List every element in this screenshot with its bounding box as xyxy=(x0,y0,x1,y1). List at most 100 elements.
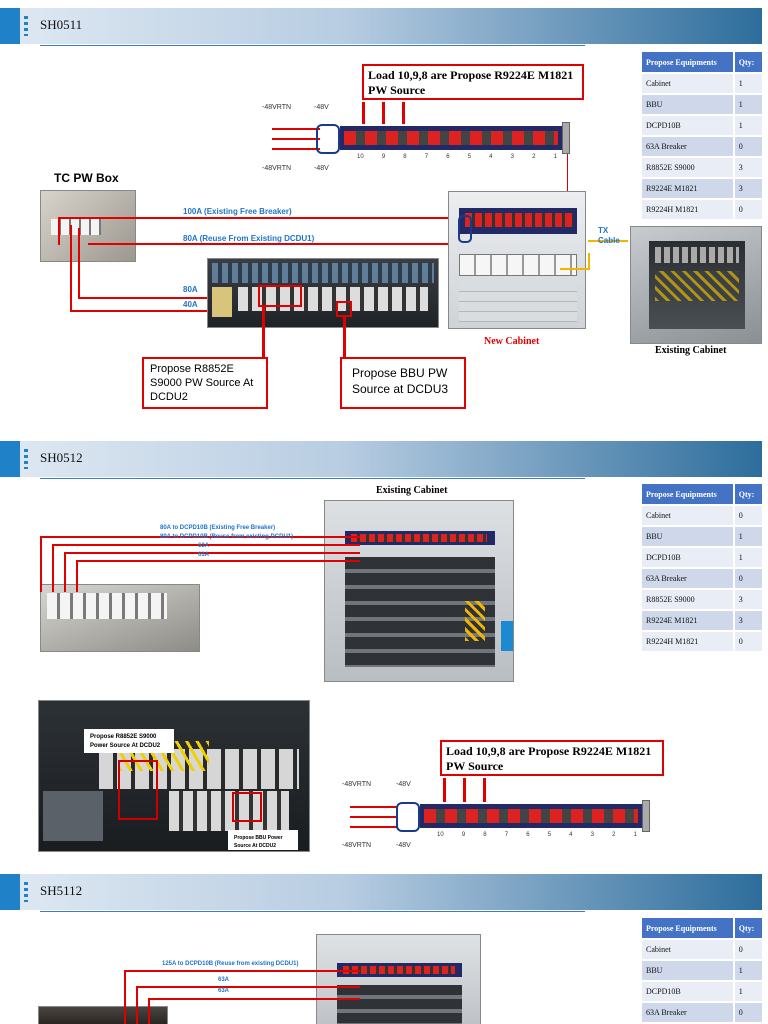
slot-number: 5 xyxy=(467,154,472,160)
rtn-label: -48VRTN xyxy=(262,165,292,172)
table-cell: 63A Breaker xyxy=(642,568,734,590)
slot-number: 8 xyxy=(483,832,487,838)
table-cell: DCPD10B xyxy=(642,981,734,1003)
callout-line xyxy=(262,305,265,357)
v-label: -48V xyxy=(314,104,329,111)
load-arrow xyxy=(382,102,385,124)
load-arrow xyxy=(443,778,446,802)
table-cell: 3 xyxy=(732,157,762,179)
section-header: SH0512 xyxy=(0,441,762,477)
wire xyxy=(78,297,208,299)
section-header: SH5112 xyxy=(0,874,762,910)
line-label: 80A to DCPD10B (Existing Free Breaker) xyxy=(160,525,276,531)
highlight-box xyxy=(336,301,352,317)
connector-bracket xyxy=(458,215,472,243)
wire xyxy=(124,970,126,1024)
slot-number: 10 xyxy=(437,832,444,838)
tc-box-photo xyxy=(40,190,136,262)
wire xyxy=(148,998,150,1024)
line-label: 63A xyxy=(198,552,210,558)
section-tab-marker xyxy=(0,8,20,44)
slot-number: 6 xyxy=(526,832,530,838)
section-dots-icon xyxy=(24,16,28,36)
slot-number: 3 xyxy=(510,154,514,160)
drop-line xyxy=(567,154,568,220)
power-strip xyxy=(340,126,562,150)
wire xyxy=(136,986,360,988)
new-cabinet-photo xyxy=(448,191,586,329)
v-label: -48V xyxy=(396,781,411,788)
existing-cabinet-photo xyxy=(316,934,481,1024)
slot-number: 2 xyxy=(612,832,616,838)
table-cell: R9224E M1821 xyxy=(642,610,734,632)
wire xyxy=(78,228,80,298)
wire xyxy=(350,806,398,808)
table-cell: 1 xyxy=(732,73,762,95)
section-divider xyxy=(40,478,585,479)
existing-cabinet-label: Existing Cabinet xyxy=(655,345,727,356)
slot-number: 7 xyxy=(424,154,429,160)
wire xyxy=(350,816,398,818)
section-dots-icon xyxy=(24,449,28,469)
wire xyxy=(52,544,360,546)
table-cell: 1 xyxy=(732,547,762,569)
v-label: -48V xyxy=(396,842,411,849)
strip-mount xyxy=(642,800,650,832)
wire xyxy=(76,560,360,562)
section-divider xyxy=(40,45,585,46)
wire xyxy=(40,536,42,592)
tc-box-photo xyxy=(38,1006,168,1024)
table-cell: 1 xyxy=(732,94,762,116)
tx-cable xyxy=(588,240,628,242)
wire xyxy=(40,536,360,538)
table-cell: 0 xyxy=(732,505,762,527)
tc-box-title: TC PW Box xyxy=(54,171,119,185)
slot-number: 7 xyxy=(504,832,509,838)
table-cell: 0 xyxy=(732,136,762,158)
slot-numbers: 10 9 8 7 6 5 4 3 2 1 xyxy=(437,832,637,838)
line-label: 100A (Existing Free Breaker) xyxy=(183,207,292,216)
table-cell: 0 xyxy=(732,199,762,221)
section-divider xyxy=(40,911,585,912)
table-cell: 3 xyxy=(732,610,762,632)
section-title: SH5112 xyxy=(40,883,83,898)
tx-label: TX xyxy=(598,226,609,235)
slot-number: 1 xyxy=(553,154,557,160)
photo-callout: Propose R8852E S9000 Power Source At DCD… xyxy=(84,729,174,753)
line-label: 63A xyxy=(218,988,230,994)
slot-number: 8 xyxy=(403,154,407,160)
table-cell: Cabinet xyxy=(642,939,734,961)
tc-box-photo xyxy=(40,584,200,652)
dcdu-photo xyxy=(207,258,439,328)
table-cell: R8852E S9000 xyxy=(642,589,734,611)
table-cell: 0 xyxy=(732,939,762,961)
highlight-box xyxy=(258,285,302,307)
load-callout: Load 10,9,8 are Propose R9224E M1821 PW … xyxy=(440,740,664,776)
wire xyxy=(148,998,360,1000)
table-cell: DCPD10B xyxy=(642,115,734,137)
existing-cabinet-photo xyxy=(324,500,514,682)
slot-number: 5 xyxy=(547,832,552,838)
slot-number: 1 xyxy=(633,832,637,838)
table-cell: BBU xyxy=(642,94,734,116)
load-arrow xyxy=(362,102,365,124)
line-label: 80A (Reuse From Existing DCDU1) xyxy=(183,234,315,243)
slot-number: 2 xyxy=(532,154,536,160)
wire xyxy=(52,544,54,592)
section-tab-marker xyxy=(0,441,20,477)
slot-number: 10 xyxy=(357,154,364,160)
table-header: Propose Equipments xyxy=(642,918,734,940)
load-arrow xyxy=(402,102,405,124)
wire xyxy=(64,552,66,592)
